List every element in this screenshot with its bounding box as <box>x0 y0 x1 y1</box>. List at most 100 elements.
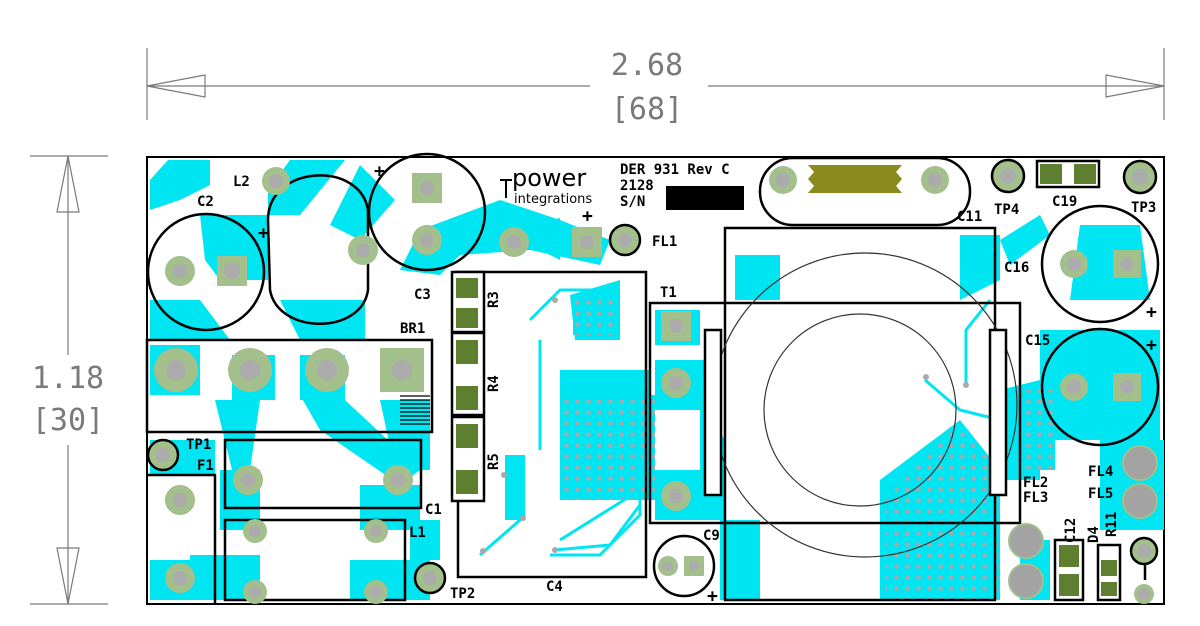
pad-t1-2 <box>661 368 691 398</box>
board-serial-label: S/N <box>620 194 645 210</box>
height-mm: [30] <box>32 403 104 438</box>
label-c4: C4 <box>546 579 563 595</box>
height-inches: 1.18 <box>32 361 104 396</box>
via-fields <box>560 295 1055 600</box>
plus-mark-c3: + <box>374 161 385 182</box>
pad-tp3 <box>1122 159 1158 195</box>
height-dimension <box>30 155 108 605</box>
pad-tp1 <box>146 438 180 472</box>
power-integrations-logo: power integrations <box>500 164 592 207</box>
pad-c3-2 <box>412 225 442 255</box>
pad-c2-2 <box>217 256 247 286</box>
pad-l1-3 <box>243 580 267 604</box>
pad-l2-1 <box>262 167 290 195</box>
width-inches: 2.68 <box>611 48 683 83</box>
through-hole-pads <box>146 158 1159 604</box>
pad-c4-a <box>499 227 529 257</box>
label-fl4: FL4 <box>1088 464 1113 480</box>
label-r3: R3 <box>486 291 502 308</box>
label-c9: C9 <box>703 528 720 544</box>
label-t1: T1 <box>660 285 677 301</box>
pad-c15-1 <box>1060 373 1088 401</box>
label-fl1: FL1 <box>652 234 677 250</box>
pad-fl2 <box>1008 523 1044 559</box>
label-r5: R5 <box>486 453 502 470</box>
label-tp4: TP4 <box>994 202 1019 218</box>
label-tp1: TP1 <box>186 437 211 453</box>
pad-tp4 <box>990 158 1026 194</box>
pad-t1-3 <box>661 481 691 511</box>
pad-fl1-2 <box>608 223 642 257</box>
pad-f1-2 <box>165 563 195 593</box>
pad-br1-4 <box>380 348 424 392</box>
pad-fl5 <box>1122 483 1158 519</box>
label-c2: C2 <box>197 194 214 210</box>
pad-br1-1 <box>154 348 198 392</box>
plus-mark-c9: + <box>707 586 718 607</box>
pad-c2-1 <box>165 256 195 286</box>
serial-block <box>666 186 744 210</box>
logo-power-text: power <box>512 164 586 192</box>
board-code: 2128 <box>620 178 654 194</box>
pad-c3-1 <box>412 173 442 203</box>
label-d4: D4 <box>1086 526 1102 543</box>
plus-mark-c2: + <box>258 223 269 244</box>
label-tp3: TP3 <box>1131 200 1156 216</box>
pad-fl4 <box>1122 445 1158 481</box>
component-outlines <box>145 152 1160 604</box>
label-c19: C19 <box>1052 194 1077 210</box>
plus-mark-fl1: + <box>582 206 593 227</box>
label-fl2: FL2 <box>1023 475 1048 491</box>
pad-tp2 <box>413 561 447 595</box>
label-c15: C15 <box>1025 333 1050 349</box>
pad-fl1-b <box>921 166 949 194</box>
label-br1: BR1 <box>400 321 425 337</box>
label-c1: C1 <box>425 502 442 518</box>
label-c12: C12 <box>1063 518 1079 543</box>
width-dimension <box>146 48 1165 120</box>
vias <box>480 297 969 554</box>
transformer-bobbin-bars <box>703 328 1008 497</box>
smd-pads <box>1040 164 1117 596</box>
pad-c9-2 <box>658 556 678 576</box>
pad-br1-3 <box>305 348 349 392</box>
label-c11: C11 <box>957 209 982 225</box>
plus-mark-c16: + <box>1146 302 1157 323</box>
plus-mark-c15: + <box>1146 335 1157 356</box>
logo-integrations-text: integrations <box>514 192 592 207</box>
pad-c16-2 <box>1113 250 1141 278</box>
label-l2: L2 <box>233 174 250 190</box>
pad-c16-1 <box>1060 250 1088 278</box>
pad-r11-2 <box>1134 584 1154 604</box>
pad-c1-1 <box>233 465 263 495</box>
pad-l2-2 <box>348 235 378 265</box>
label-tp2: TP2 <box>450 586 475 602</box>
pad-fl3 <box>1008 563 1044 599</box>
pad-l1-1 <box>243 519 267 543</box>
pad-t1-1 <box>661 311 691 341</box>
label-l1: L1 <box>409 525 426 541</box>
label-fl5: FL5 <box>1088 486 1113 502</box>
label-c16: C16 <box>1004 260 1029 276</box>
label-fl3: FL3 <box>1023 490 1048 506</box>
pad-fl1-a <box>769 166 797 194</box>
board-title: DER 931 Rev C <box>620 162 730 178</box>
fuse-body <box>808 165 902 193</box>
pad-fl1-1 <box>572 227 602 257</box>
label-c3: C3 <box>414 287 431 303</box>
resistor-array <box>450 270 486 503</box>
pad-r11-1 <box>1129 536 1159 566</box>
pad-f1-1 <box>165 485 195 515</box>
pad-c15-2 <box>1113 373 1141 401</box>
label-r11: R11 <box>1104 512 1120 537</box>
label-r4: R4 <box>486 375 502 392</box>
pad-l1-4 <box>364 580 388 604</box>
pad-c1-2 <box>383 465 413 495</box>
width-mm: [68] <box>611 92 683 127</box>
pad-c9-1 <box>684 556 704 576</box>
reference-designators: L2 C2 C3 BR1 TP1 F1 C1 L1 TP2 C4 FL1 T1 … <box>186 161 1157 607</box>
br1-pad-stripes <box>400 395 430 425</box>
pad-br1-2 <box>228 348 272 392</box>
pad-l1-2 <box>364 519 388 543</box>
